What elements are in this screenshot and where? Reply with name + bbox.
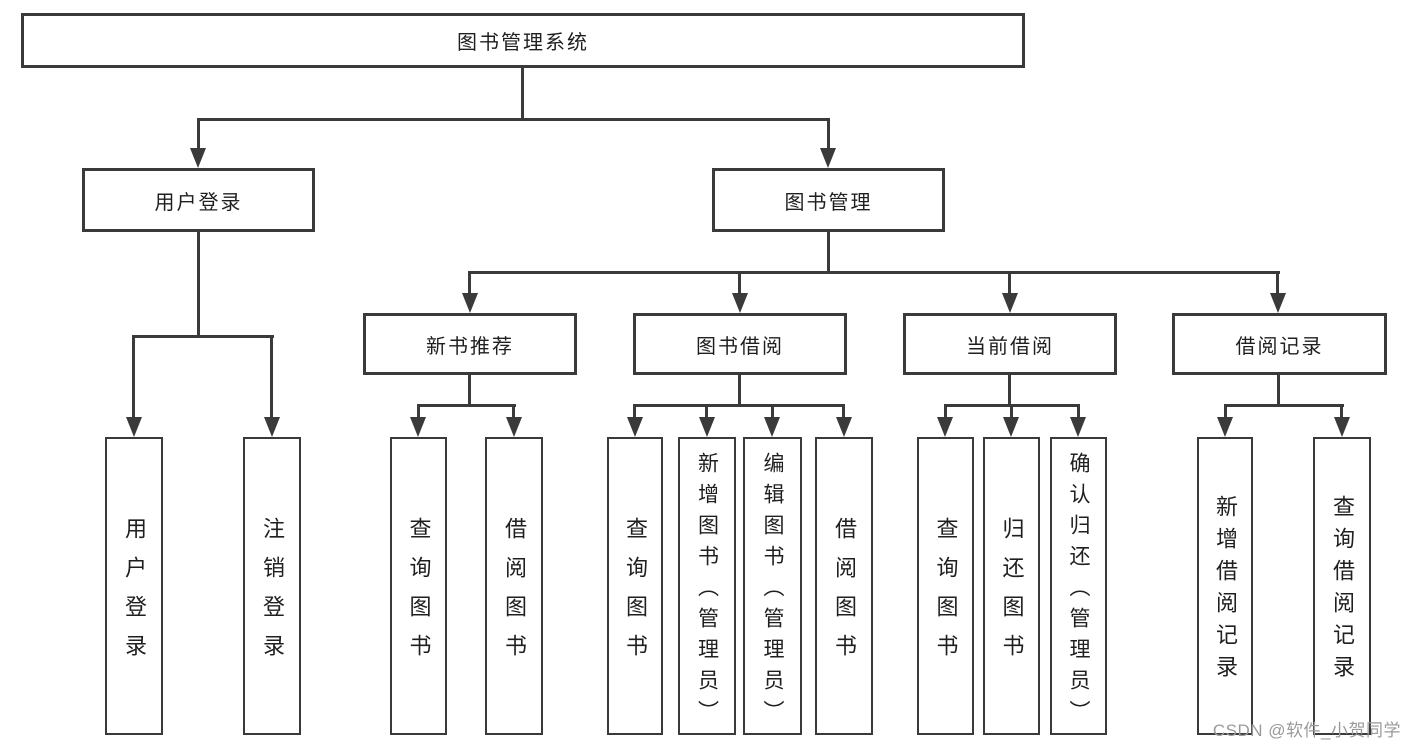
- arrow-stem: [270, 335, 273, 419]
- csdn-watermark: CSDN @软件_小贺同学: [1212, 721, 1401, 740]
- arrow-down-icon: [627, 417, 643, 437]
- arrow-stem: [705, 404, 708, 419]
- arrow-stem: [771, 404, 774, 419]
- arrow-stem: [468, 271, 471, 295]
- node-book-management-label: 图书管理: [784, 191, 873, 214]
- node-book-management: 图书管理: [712, 168, 945, 232]
- arrow-stem: [944, 404, 947, 419]
- node-return-books-label: 归还图书: [999, 516, 1025, 673]
- node-add-book-admin-label: 新增图书（管理员）: [695, 451, 719, 731]
- node-query-borrow-record: 查询借阅记录: [1313, 437, 1371, 735]
- arrow-down-icon: [732, 293, 748, 313]
- arrow-stem: [827, 118, 830, 150]
- node-query-books-current-label: 查询图书: [933, 516, 959, 673]
- node-new-book-recommend: 新书推荐: [363, 313, 577, 375]
- arrow-down-icon: [937, 417, 953, 437]
- line-h: [633, 404, 845, 407]
- arrow-stem: [132, 335, 135, 419]
- node-confirm-return-admin-label: 确认归还（管理员）: [1067, 451, 1090, 731]
- arrow-down-icon: [1070, 417, 1086, 437]
- node-query-borrow-record-label: 查询借阅记录: [1330, 495, 1355, 687]
- node-user-login-label: 用户登录: [154, 191, 243, 214]
- node-edit-book-admin: 编辑图书（管理员）: [743, 437, 802, 735]
- line-h: [1224, 404, 1344, 407]
- node-query-books-recommend: 查询图书: [390, 437, 447, 735]
- node-query-books-current: 查询图书: [917, 437, 974, 735]
- arrow-stem: [1008, 271, 1011, 295]
- arrow-stem: [417, 404, 420, 419]
- arrow-stem: [738, 271, 741, 295]
- node-user-login: 用户登录: [82, 168, 315, 232]
- arrow-down-icon: [506, 417, 522, 437]
- arrow-down-icon: [264, 417, 280, 437]
- arrow-down-icon: [410, 417, 426, 437]
- node-library-system: 图书管理系统: [21, 13, 1025, 68]
- node-borrow-books-leaf-label: 借阅图书: [832, 516, 857, 673]
- line-h: [197, 118, 830, 121]
- node-borrow-books-recommend: 借阅图书: [485, 437, 543, 735]
- arrow-stem: [633, 404, 636, 419]
- arrow-stem: [842, 404, 845, 419]
- node-library-system-label: 图书管理系统: [457, 32, 589, 54]
- line-v: [197, 232, 200, 338]
- line-h: [468, 271, 1280, 274]
- line-v: [1008, 374, 1011, 407]
- node-user-login-leaf-label: 用户登录: [122, 516, 147, 673]
- arrow-down-icon: [1334, 417, 1350, 437]
- arrow-down-icon: [836, 417, 852, 437]
- arrow-down-icon: [1270, 293, 1286, 313]
- arrow-down-icon: [126, 417, 142, 437]
- node-logout-leaf: 注销登录: [243, 437, 301, 735]
- arrow-down-icon: [820, 148, 836, 168]
- arrow-down-icon: [699, 417, 715, 437]
- node-borrow-records: 借阅记录: [1172, 313, 1387, 375]
- node-query-books-recommend-label: 查询图书: [406, 516, 432, 673]
- arrow-down-icon: [764, 417, 780, 437]
- node-new-book-recommend-label: 新书推荐: [426, 335, 514, 358]
- arrow-stem: [1010, 404, 1013, 419]
- arrow-stem: [1340, 404, 1343, 419]
- node-query-books-borrowing: 查询图书: [607, 437, 663, 735]
- line-v: [1277, 374, 1280, 407]
- arrow-stem: [1276, 271, 1279, 295]
- node-borrow-books-leaf: 借阅图书: [815, 437, 873, 735]
- node-return-books: 归还图书: [983, 437, 1040, 735]
- node-user-login-leaf: 用户登录: [105, 437, 163, 735]
- node-confirm-return-admin: 确认归还（管理员）: [1050, 437, 1107, 735]
- node-add-book-admin: 新增图书（管理员）: [678, 437, 736, 735]
- node-edit-book-admin-label: 编辑图书（管理员）: [761, 451, 784, 731]
- node-borrow-records-label: 借阅记录: [1235, 335, 1324, 358]
- arrow-down-icon: [462, 293, 478, 313]
- line-h: [132, 335, 274, 338]
- node-add-borrow-record: 新增借阅记录: [1197, 437, 1253, 735]
- node-logout-leaf-label: 注销登录: [260, 516, 285, 673]
- line-v: [827, 232, 830, 274]
- arrow-down-icon: [1003, 417, 1019, 437]
- arrow-stem: [1224, 404, 1227, 419]
- node-book-borrowing: 图书借阅: [633, 313, 847, 375]
- node-current-borrowing-label: 当前借阅: [966, 335, 1054, 358]
- line-h: [417, 404, 516, 407]
- node-current-borrowing: 当前借阅: [903, 313, 1117, 375]
- arrow-stem: [512, 404, 515, 419]
- line-v: [738, 374, 741, 407]
- node-borrow-books-recommend-label: 借阅图书: [502, 516, 527, 673]
- arrow-down-icon: [190, 148, 206, 168]
- line-v: [468, 374, 471, 407]
- line-v: [521, 66, 524, 121]
- arrow-stem: [197, 118, 200, 150]
- node-query-books-borrowing-label: 查询图书: [623, 516, 648, 673]
- arrow-stem: [1077, 404, 1080, 419]
- arrow-down-icon: [1217, 417, 1233, 437]
- arrow-down-icon: [1002, 293, 1018, 313]
- node-book-borrowing-label: 图书借阅: [696, 335, 784, 358]
- node-add-borrow-record-label: 新增借阅记录: [1213, 495, 1238, 687]
